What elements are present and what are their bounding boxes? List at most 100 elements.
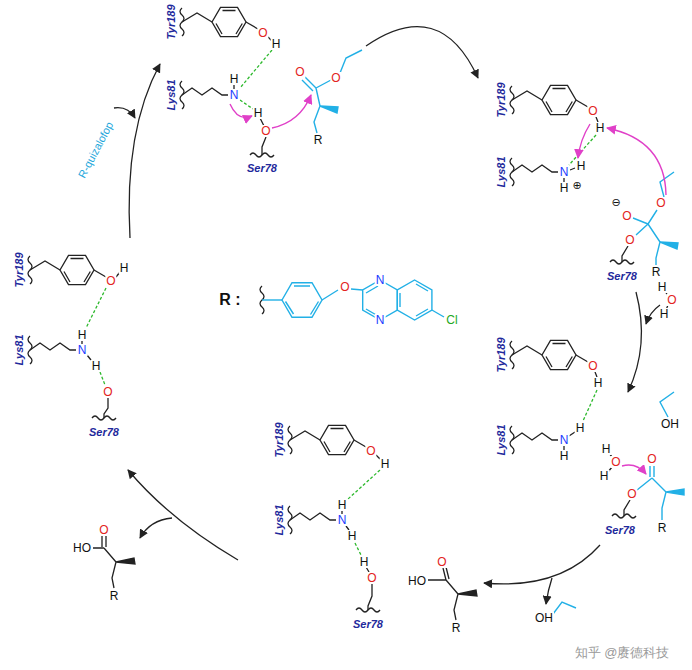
cycle-arrow bbox=[628, 292, 641, 392]
lysine-residue bbox=[510, 426, 558, 454]
chemical-bond bbox=[458, 590, 477, 596]
atom-label: H bbox=[380, 458, 391, 470]
tyrosine-residue bbox=[288, 425, 366, 454]
group-label: R bbox=[109, 590, 120, 602]
cycle-arrow bbox=[114, 108, 135, 118]
residue-label: Ser78 bbox=[604, 525, 636, 536]
residue-label: Tyr189 bbox=[14, 251, 25, 288]
atom-label: O bbox=[655, 197, 666, 209]
residue-label: Tyr189 bbox=[166, 3, 177, 40]
residue-label: Tyr189 bbox=[274, 421, 285, 458]
atom-label: N bbox=[229, 89, 240, 101]
atom-label: N bbox=[77, 344, 88, 356]
atom-label: O bbox=[339, 281, 350, 293]
chemical-bond bbox=[564, 117, 668, 310]
chemical-bond bbox=[82, 37, 668, 620]
group-definition: R : bbox=[218, 292, 241, 308]
cycle-arrow bbox=[366, 27, 478, 78]
electron-arrow bbox=[622, 465, 646, 474]
atom-label: O bbox=[102, 386, 113, 398]
atom-label: O bbox=[646, 453, 657, 465]
cycle-arrow bbox=[114, 27, 660, 604]
atom-label: HO bbox=[407, 575, 427, 587]
tyrosine-residue bbox=[510, 340, 588, 369]
atom-label: O bbox=[587, 105, 598, 117]
chemical-bond bbox=[234, 37, 272, 155]
lysine-residue bbox=[180, 81, 228, 109]
residue-label: Lys81 bbox=[496, 423, 507, 456]
r-group-structure bbox=[262, 299, 282, 300]
atom-label: N bbox=[559, 166, 570, 178]
residue-label: Ser78 bbox=[88, 427, 120, 438]
atom-label: N bbox=[337, 514, 348, 526]
electron-arrow bbox=[607, 128, 666, 195]
atom-label: O bbox=[294, 66, 305, 78]
tyrosine-residue bbox=[28, 255, 106, 284]
electron-arrow bbox=[578, 124, 590, 158]
atom-label: O bbox=[330, 72, 341, 84]
r-group-structure bbox=[397, 280, 432, 320]
hydrogen-bond bbox=[86, 288, 106, 385]
chemical-bond bbox=[93, 536, 116, 588]
atom-label: O bbox=[621, 210, 632, 222]
atom-label: H bbox=[601, 443, 612, 455]
lysine-residue bbox=[510, 158, 558, 186]
atom-label: O bbox=[366, 572, 377, 584]
tyrosine-residue bbox=[28, 7, 588, 454]
chemical-bond bbox=[428, 567, 458, 620]
substrate-bond bbox=[302, 50, 684, 614]
atom-label: N bbox=[559, 434, 570, 446]
residue-label: Lys81 bbox=[496, 155, 507, 188]
residue-label: Tyr189 bbox=[496, 336, 507, 373]
substrate-bond bbox=[553, 602, 576, 614]
substrate-bond bbox=[320, 106, 338, 113]
electron-arrow bbox=[272, 95, 311, 128]
atom-label: O bbox=[587, 360, 598, 372]
residue-label: Lys81 bbox=[274, 503, 285, 536]
charge-sign: ⊕ bbox=[571, 180, 582, 191]
serine-residue bbox=[92, 153, 636, 612]
group-label: R bbox=[313, 134, 324, 146]
substrate-label: R-quizalofop bbox=[76, 119, 116, 180]
atom-label: H bbox=[599, 470, 610, 482]
atom-label: Cl bbox=[445, 314, 458, 326]
atom-label: O bbox=[610, 456, 621, 468]
substrate-bond bbox=[637, 392, 674, 520]
atom-label: H bbox=[593, 377, 604, 389]
residue-label: Tyr189 bbox=[496, 81, 507, 118]
atom-label: H bbox=[559, 450, 570, 462]
hydrogen-bond bbox=[86, 50, 597, 555]
hydrogen-bond bbox=[348, 470, 380, 555]
atom-label: OH bbox=[660, 418, 680, 430]
lysine-residue bbox=[288, 506, 336, 534]
substrate-bond bbox=[633, 172, 674, 265]
group-label: R bbox=[651, 266, 662, 278]
atom-label: H bbox=[337, 499, 348, 511]
atom-label: H bbox=[253, 107, 264, 119]
atom-label: O bbox=[666, 294, 677, 306]
group-label: R bbox=[451, 622, 462, 634]
tyrosine-residue bbox=[510, 85, 588, 114]
r-group-structure bbox=[366, 284, 428, 316]
atom-label: H bbox=[575, 422, 586, 434]
atom-label: O bbox=[624, 234, 635, 246]
residue-label: Lys81 bbox=[166, 78, 177, 111]
cycle-arrow bbox=[140, 518, 172, 538]
electron-arrow bbox=[230, 95, 666, 474]
atom-label: OH bbox=[534, 612, 554, 624]
r-group-structure bbox=[286, 286, 319, 315]
atom-label: O bbox=[98, 524, 109, 536]
chemical-bond bbox=[82, 272, 120, 418]
chemical-bond bbox=[342, 455, 380, 610]
electron-arrow bbox=[230, 104, 252, 118]
atom-label: H bbox=[91, 360, 102, 372]
chemical-bond bbox=[564, 372, 630, 516]
atom-label: O bbox=[257, 27, 268, 39]
atom-label: O bbox=[436, 556, 447, 568]
group-label: R bbox=[657, 522, 668, 534]
residue-label: Lys81 bbox=[14, 333, 25, 366]
atom-label: O bbox=[626, 488, 637, 500]
residue-label: Ser78 bbox=[246, 163, 278, 174]
r-group-structure bbox=[282, 283, 322, 318]
